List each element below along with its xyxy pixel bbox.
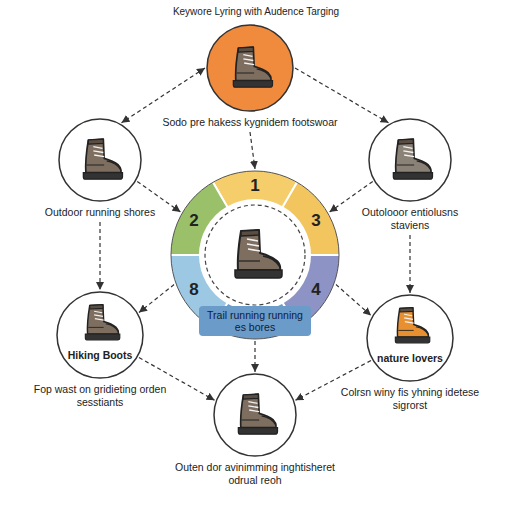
diagram-title: Keywore Lyring with Audence Targing xyxy=(0,6,512,17)
node-label: Hiking Boots xyxy=(60,349,140,362)
callout-number: 8 xyxy=(189,280,198,300)
circle-shape xyxy=(366,294,454,382)
node-caption: Colrsn winy fis yhning idetese sigrorst xyxy=(340,386,480,412)
dashed-connector xyxy=(250,132,255,169)
callout-number: 4 xyxy=(311,280,320,300)
dashed-connector xyxy=(409,235,410,293)
circle-node: Hiking BootsFop wast on gridieting orden… xyxy=(56,291,144,379)
circle-outline xyxy=(214,374,296,456)
circle-shape xyxy=(368,118,452,202)
circle-node: Outen dor avinimming inghtisheret odrual… xyxy=(213,373,297,457)
circle-shape xyxy=(56,291,144,379)
dashed-connector xyxy=(139,284,174,312)
node-label: nature lovers xyxy=(370,352,450,365)
node-caption: Fop wast on gridieting orden sesstiants xyxy=(25,383,175,409)
inner-circle xyxy=(205,205,305,305)
circle-node: Outolooor entiolusns staviens xyxy=(368,118,452,202)
circle-outline xyxy=(369,119,451,201)
node-caption: Outolooor entiolusns staviens xyxy=(350,206,470,232)
boot-icon xyxy=(395,308,429,343)
dashed-connector xyxy=(122,68,206,123)
dashed-connector xyxy=(99,222,100,290)
circle-outline xyxy=(57,292,143,378)
node-caption: Outen dor avinimming inghtisheret odrual… xyxy=(170,461,340,487)
callout-number: 3 xyxy=(311,211,320,231)
boot-icon xyxy=(238,394,277,434)
node-caption: Sodo pre hakess kygnidem footswoar xyxy=(160,116,340,129)
dashed-connector xyxy=(254,341,255,372)
callout-number: 1 xyxy=(250,176,259,196)
dashed-connector xyxy=(295,68,389,123)
segment-ring: Trail running running es bores xyxy=(170,170,340,340)
boot-icon xyxy=(83,139,122,179)
callout-number: 2 xyxy=(189,211,198,231)
ring-outline xyxy=(171,171,339,339)
dashed-connector xyxy=(336,284,371,315)
circle-node: Sodo pre hakess kygnidem footswoar xyxy=(206,24,294,112)
circle-outline xyxy=(59,119,141,201)
boot-icon xyxy=(393,139,432,179)
circle-outline xyxy=(367,295,453,381)
circle-node: nature loversColrsn winy fis yhning idet… xyxy=(366,294,454,382)
node-caption: Outdoor running shores xyxy=(25,206,175,219)
boot-icon xyxy=(235,230,282,278)
circle-shape xyxy=(206,24,294,112)
boot-icon xyxy=(233,47,272,87)
circle-node: Outdoor running shores xyxy=(58,118,142,202)
circle-shape xyxy=(58,118,142,202)
circle-outline xyxy=(207,25,293,111)
band-label: Trail running running es bores xyxy=(199,306,311,336)
circle-shape xyxy=(213,373,297,457)
boot-icon xyxy=(85,305,119,340)
